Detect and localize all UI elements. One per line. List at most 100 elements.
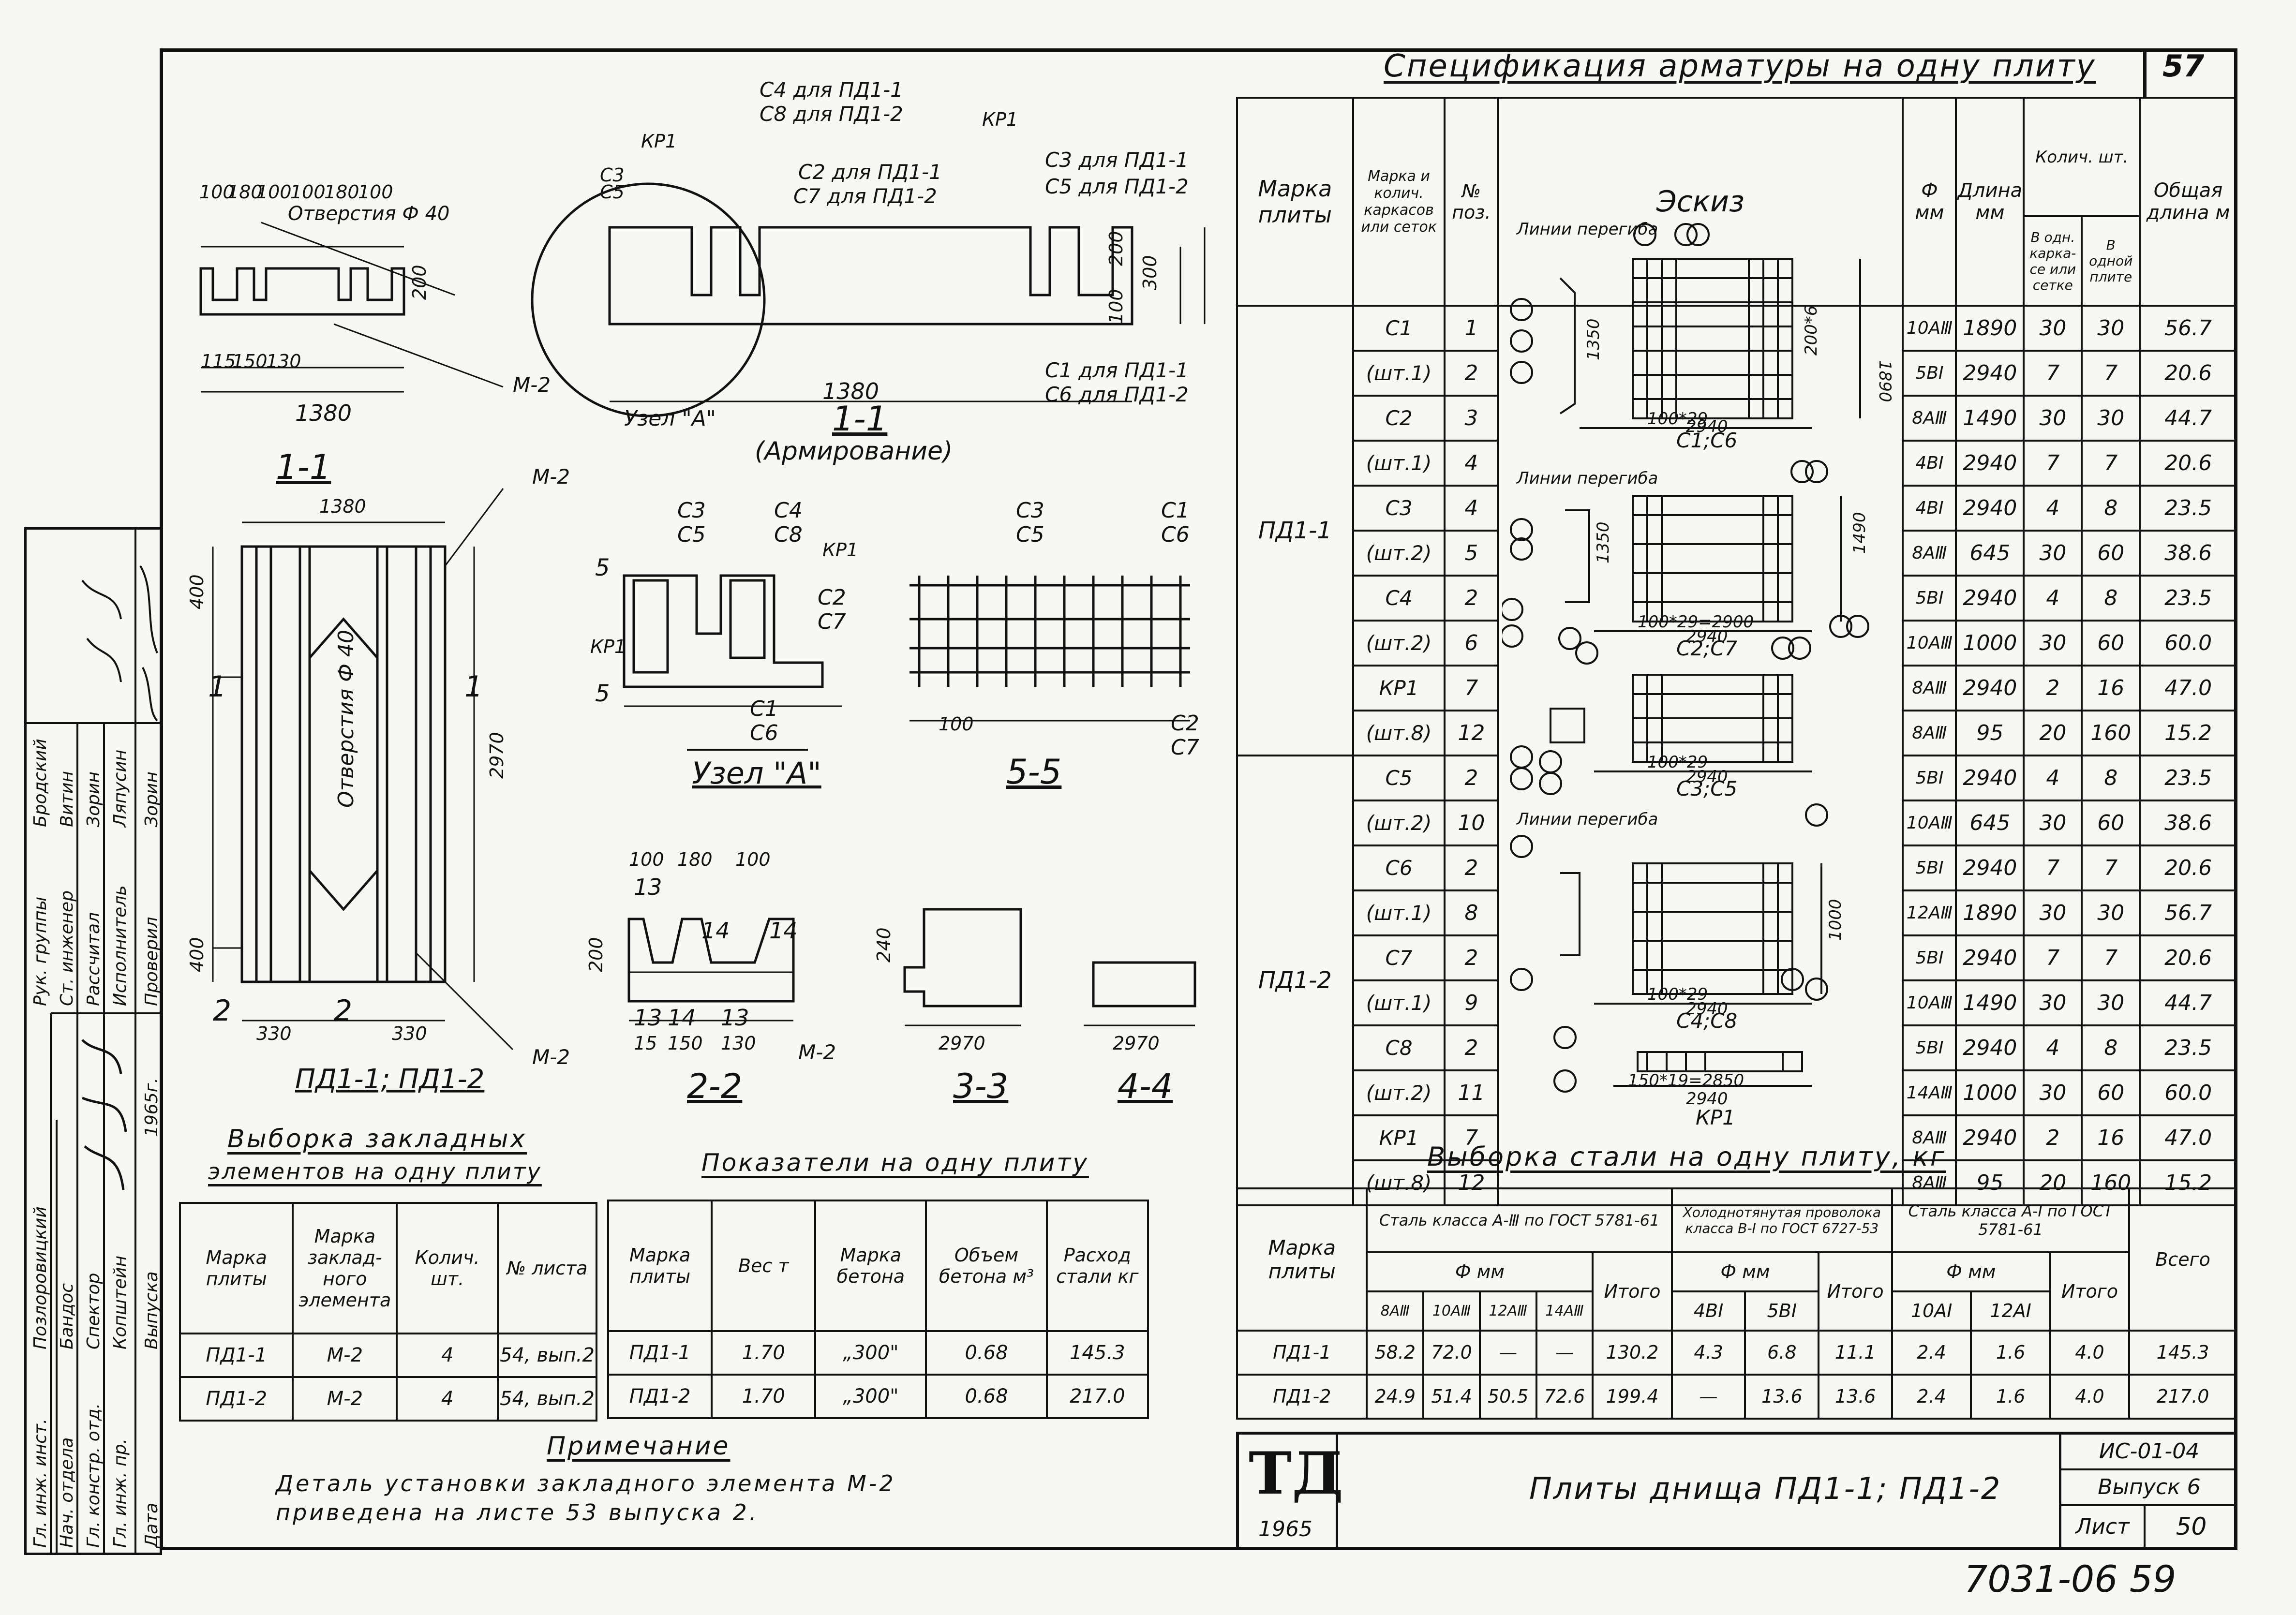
spec-len-cell: 1890	[1955, 305, 2025, 352]
sk-2940-b: 2940	[1686, 627, 1728, 646]
sk-150x19: 150*19=2850	[1628, 1071, 1744, 1090]
tp-d180: 180	[227, 181, 263, 203]
side-stamp-roles-top	[27, 1120, 58, 1555]
spec-q1-cell: 30	[2023, 889, 2083, 936]
spec-dia-cell: 10АⅢ	[1902, 305, 1957, 352]
s11-node: Узел "А"	[624, 406, 716, 431]
s55-c3: С3	[1016, 498, 1044, 523]
side-role2-3: Гл. констр. отд.	[84, 1403, 104, 1548]
indicators-cell: 0.68	[925, 1330, 1048, 1376]
steel-h-dia-2: Ф мм	[1670, 1251, 1820, 1292]
plan-sec1-b: 1	[464, 670, 483, 704]
spec-q2-cell: 60	[2081, 800, 2141, 846]
spec-pos-cell: 2	[1444, 755, 1499, 801]
spec-total-cell: 23.5	[2139, 755, 2237, 801]
embedded-cell: 4	[396, 1333, 499, 1378]
spec-q1-cell: 30	[2023, 530, 2083, 577]
section-4-4	[1084, 961, 1196, 1026]
sk-c4c8: С4;С8	[1676, 1009, 1737, 1033]
indicators-cell: 0.68	[925, 1374, 1048, 1419]
na-c1: С1	[750, 696, 778, 721]
spec-dia-cell: 4ВⅠ	[1902, 440, 1957, 487]
indicators-header-cell: Вес т	[711, 1200, 817, 1332]
spec-dia-cell: 5ВⅠ	[1902, 845, 1957, 891]
spec-len-cell: 2940	[1955, 934, 2025, 981]
spec-h-frames: Марка и колич. каркасов или сеток	[1352, 97, 1446, 307]
steel-h-sum-3: Итого	[2049, 1251, 2131, 1332]
plan-m2-a: М-2	[532, 465, 570, 489]
s11-c3r: С3 для ПД1-1	[1045, 148, 1189, 172]
side-role-3: Рассчитал	[84, 912, 104, 1006]
side-role-4: Исполнитель	[110, 885, 130, 1006]
indicators-header-cell: Расход стали кг	[1045, 1200, 1149, 1332]
side-role-5: Проверил	[142, 917, 162, 1006]
na-title: Узел "А"	[692, 756, 821, 791]
spec-dia-cell: 5ВⅠ	[1902, 1024, 1957, 1071]
plan-d400-a: 400	[186, 574, 208, 609]
plan-sec1-a: 1	[208, 670, 226, 704]
spec-q1-cell: 30	[2023, 979, 2083, 1026]
spec-q1-cell: 7	[2023, 350, 2083, 397]
steel-h-group1: Сталь класса А-Ⅲ по ГОСТ 5781-61	[1366, 1187, 1673, 1253]
indicators-cell: „300"	[814, 1330, 927, 1376]
na-c5: С5	[677, 522, 706, 547]
s22-d150: 150	[668, 1033, 703, 1054]
s22-d180: 180	[677, 849, 713, 870]
section-3-3	[903, 908, 1022, 1026]
mesh-c2c7	[1565, 495, 1842, 632]
spec-pos-cell: 3	[1444, 395, 1499, 442]
indicators-cell: 1.70	[711, 1374, 817, 1419]
spec-q2-cell: 16	[2081, 1114, 2141, 1161]
spec-q1-cell: 2	[2023, 1114, 2083, 1161]
spec-dia-cell: 12АⅢ	[1902, 889, 1957, 936]
plan-d330-b: 330	[392, 1023, 427, 1044]
sk-1490: 1490	[1850, 512, 1869, 554]
title-sheet-no: 50	[2176, 1512, 2207, 1541]
spec-pos-cell: 2	[1444, 845, 1499, 891]
steel-h-dia-3: Ф мм	[1891, 1251, 2051, 1292]
steel-value-cell: 58.2	[1366, 1329, 1425, 1376]
s11-kp-b: КР1	[982, 109, 1018, 130]
spec-len-cell: 95	[1955, 710, 2025, 756]
s11-h200: 200	[1105, 231, 1127, 266]
side-name-4: Ляпусин	[110, 750, 130, 828]
side-role2-4: Гл. инж. пр.	[110, 1438, 130, 1548]
indicators-cell: 1.70	[711, 1330, 817, 1376]
indicators-cell: 145.3	[1045, 1330, 1149, 1376]
s11-h300: 300	[1139, 255, 1161, 290]
s55-d100: 100	[939, 713, 974, 735]
spec-total-cell: 60.0	[2139, 620, 2237, 667]
na-c3: С3	[677, 498, 706, 523]
spec-mark-cell: ПД1-1	[1236, 305, 1354, 756]
s55-c5: С5	[1016, 522, 1044, 547]
steel-value-cell: 13.6	[1744, 1373, 1820, 1420]
s11-w1380: 1380	[822, 378, 879, 404]
s11-c7: С7 для ПД1-2	[793, 184, 937, 208]
embedded-cell: ПД1-2	[179, 1376, 294, 1422]
steel-h-14a3: 14АⅢ	[1535, 1290, 1594, 1332]
title-year: 1965	[1258, 1517, 1312, 1541]
s11-c5: С5	[600, 181, 625, 203]
steel-h-8a3: 8АⅢ	[1366, 1290, 1425, 1332]
s22-d14b: 14	[769, 918, 798, 944]
sk-1000: 1000	[1826, 899, 1845, 941]
spec-len-cell: 2940	[1955, 350, 2025, 397]
tp-d115: 115	[201, 351, 236, 372]
spec-pos-cell: 2	[1444, 350, 1499, 397]
spec-total-cell: 23.5	[2139, 575, 2237, 622]
spec-dia-cell: 8АⅢ	[1902, 710, 1957, 756]
side-role2-5: Дата	[142, 1503, 162, 1549]
embedded-title-2: элементов на одну плиту	[208, 1158, 542, 1185]
side-role2-2: Нач. отдела	[57, 1437, 77, 1548]
side-name-3: Зорин	[84, 771, 104, 827]
spec-frame-cell: (шт.8)	[1352, 710, 1446, 756]
